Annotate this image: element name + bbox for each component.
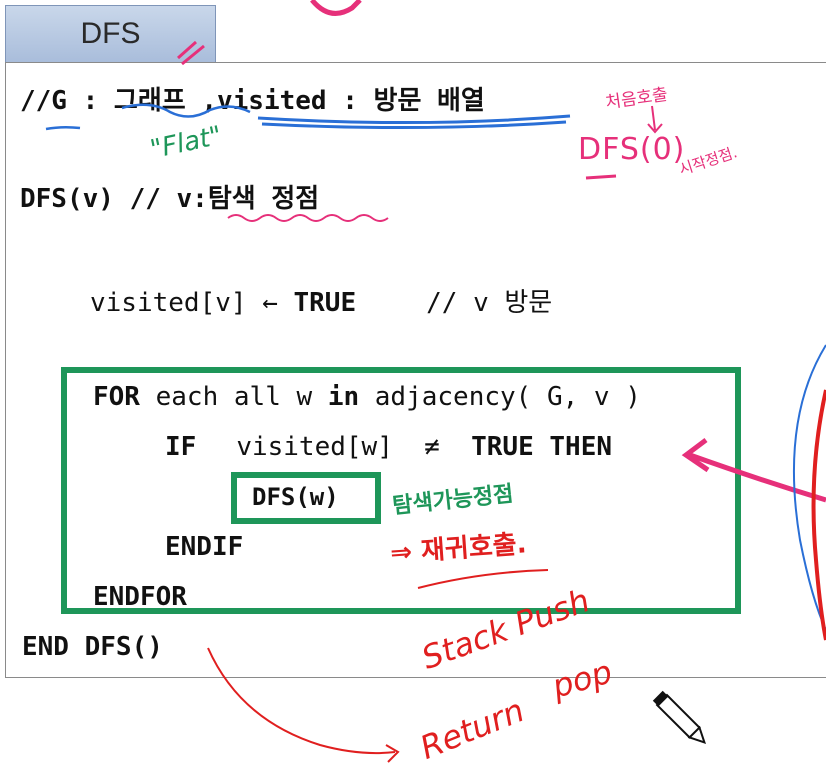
dfs-tab[interactable]: DFS [5,5,216,62]
endif-keyword: ENDIF [165,532,244,562]
return-annotation: Return [414,691,530,767]
visited-assign: visited[v] ← [90,288,294,318]
code-line-if: IF visited[w] ≠ TRUE THEN [165,432,612,462]
for-each-text: each all w [139,382,328,412]
recursive-dfs-call: DFS(w) [252,483,339,511]
end-dfs-line: END DFS() [22,632,163,662]
for-keyword: FOR [93,382,140,412]
code-line-signature: DFS(v) // v:탐색 정점 [20,178,319,215]
dfs-signature: DFS(v) // v: [20,184,208,214]
true-keyword: TRUE [293,288,357,318]
pencil-cursor-icon [652,690,707,745]
code-line-graph-comment: //G : 그래프 ,visited : 방문 배열 [20,86,485,116]
visit-comment: // v 방문 [426,288,553,318]
adjacency-call: adjacency( G, v ) [359,382,641,412]
dfs0-annotation: DFS(0) [578,132,686,167]
code-line-for: FOR each all w in adjacency( G, v ) [93,382,641,412]
explore-vertex-comment: 탐색 정점 [207,184,320,214]
endfor-keyword: ENDFOR [93,582,187,612]
tab-title: DFS [80,17,141,50]
pink-top-arc [310,0,362,16]
in-keyword: in [327,382,360,412]
code-line-visited: visited[v] ← TRUE // v 방문 [90,282,552,319]
true-then-keyword: TRUE THEN [471,432,613,462]
if-condition: visited[w] ≠ [236,432,472,462]
if-keyword: IF [165,432,197,462]
recursive-call-box [231,472,381,524]
